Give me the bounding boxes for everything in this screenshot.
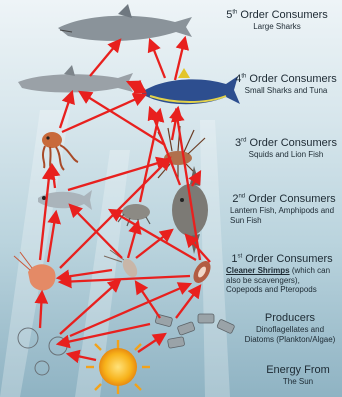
lionfish-image [158,126,205,180]
level-4-label: 4th Order Consumers Small Sharks and Tun… [234,73,338,96]
small-shark-image [18,65,133,93]
level-5-label: 5th Order Consumers Large Sharks [216,9,338,32]
tuna-image [142,68,240,104]
energy-label: Energy From The Sun [258,364,338,387]
level-1-label: 1st Order Consumers Cleaner Shrimps (whi… [226,253,338,295]
level-3-label: 3rd Order Consumers Squids and Lion Fish [234,137,338,160]
large-shark-image [58,4,192,41]
level-2-label: 2nd Order Consumers Lantern Fish, Amphip… [230,193,338,225]
producers-label: Producers Dinoflagellates and Diatoms (P… [242,312,338,344]
